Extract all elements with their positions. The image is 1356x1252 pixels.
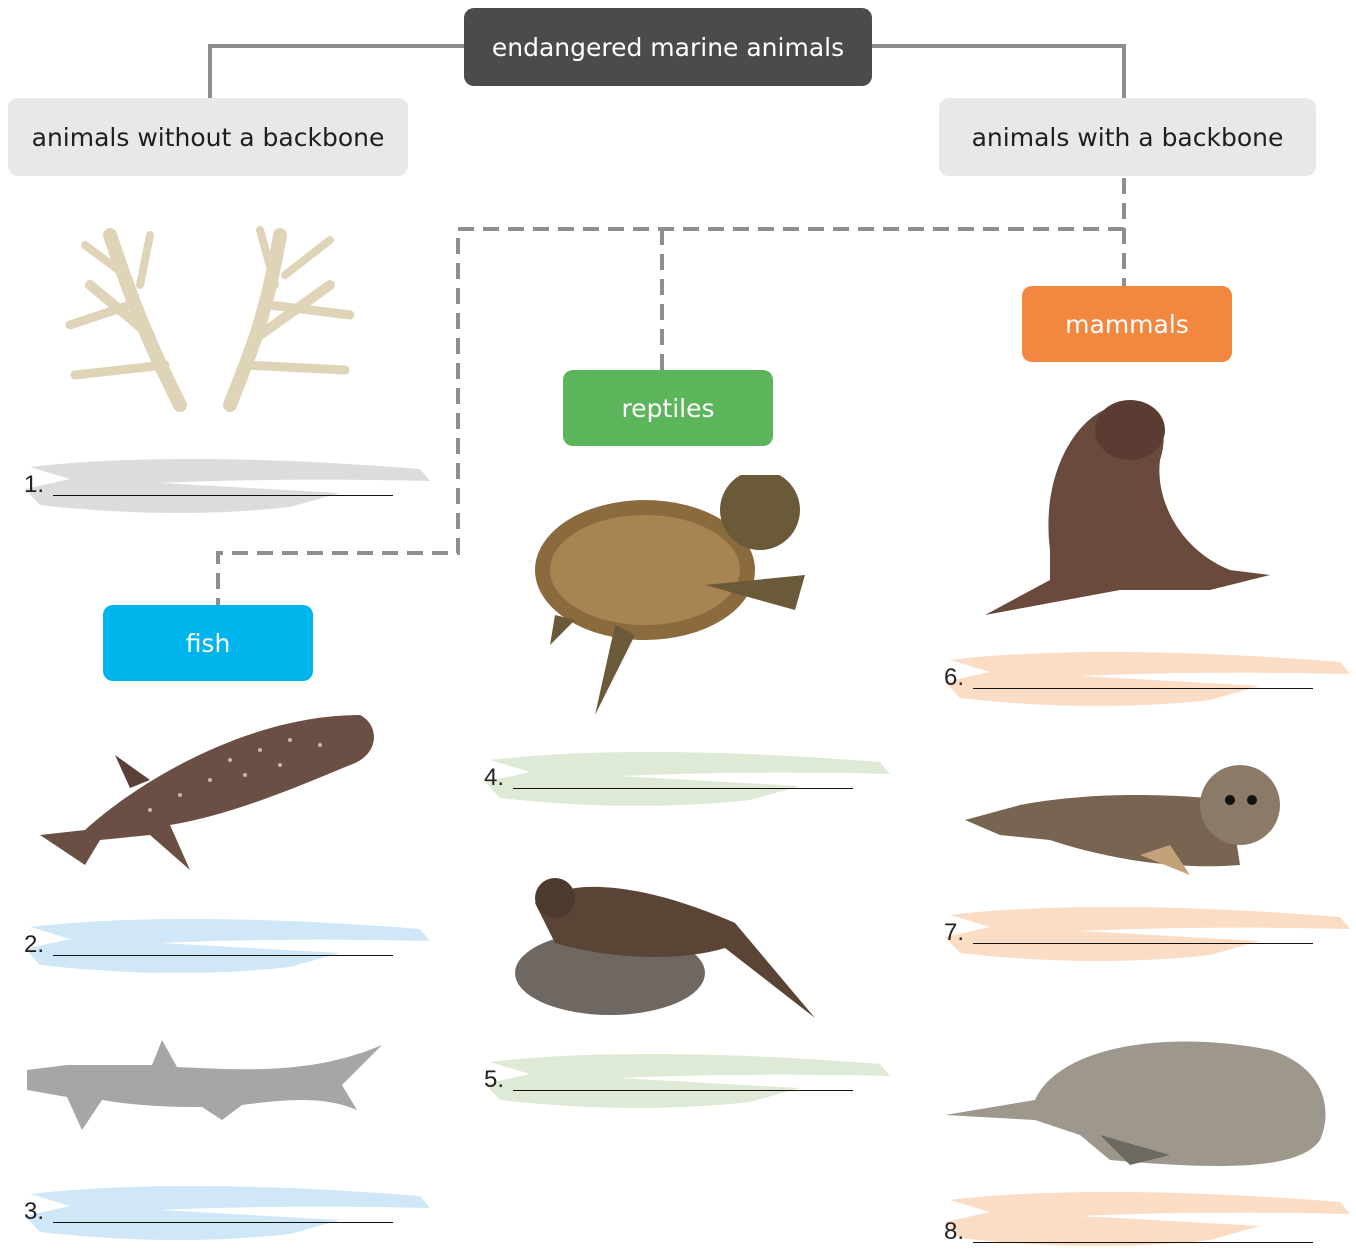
group-reptiles-label: reptiles bbox=[621, 394, 714, 423]
group-fish-label: fish bbox=[186, 629, 231, 658]
brush-stroke bbox=[930, 1188, 1350, 1248]
group-mammals: mammals bbox=[1022, 286, 1232, 362]
marine-iguana-icon bbox=[515, 868, 820, 1023]
category-invertebrates-label: animals without a backbone bbox=[32, 123, 385, 152]
answer-blank-4[interactable] bbox=[513, 788, 853, 789]
brush-stroke bbox=[470, 748, 890, 808]
answer-number-1: 1. bbox=[24, 471, 44, 499]
group-fish: fish bbox=[103, 605, 313, 681]
brush-stroke bbox=[10, 915, 430, 975]
coral-icon bbox=[30, 215, 380, 420]
category-invertebrates: animals without a backbone bbox=[8, 98, 408, 176]
answer-blank-8[interactable] bbox=[973, 1242, 1313, 1243]
hammerhead-shark-icon bbox=[22, 1035, 392, 1145]
whale-shark-icon bbox=[30, 710, 380, 875]
brush-stroke bbox=[930, 648, 1350, 708]
root-label: endangered marine animals bbox=[492, 33, 844, 62]
answer-number-7: 7. bbox=[944, 919, 964, 947]
brush-stroke bbox=[10, 1182, 430, 1242]
answer-blank-6[interactable] bbox=[973, 688, 1313, 689]
answer-row-3: 3. bbox=[10, 1182, 430, 1242]
manatee-icon bbox=[940, 1025, 1330, 1170]
category-vertebrates: animals with a backbone bbox=[939, 98, 1316, 176]
seal-icon bbox=[960, 760, 1285, 880]
connector-root-vertebrates bbox=[870, 46, 1124, 100]
answer-number-8: 8. bbox=[944, 1218, 964, 1246]
answer-row-7: 7. bbox=[930, 903, 1350, 963]
answer-blank-3[interactable] bbox=[53, 1222, 393, 1223]
sea-lion-icon bbox=[980, 390, 1275, 620]
answer-number-6: 6. bbox=[944, 664, 964, 692]
answer-blank-1[interactable] bbox=[53, 495, 393, 496]
brush-stroke bbox=[10, 455, 430, 515]
answer-row-1: 1. bbox=[10, 455, 430, 515]
answer-blank-7[interactable] bbox=[973, 943, 1313, 944]
category-vertebrates-label: animals with a backbone bbox=[972, 123, 1284, 152]
answer-number-3: 3. bbox=[24, 1198, 44, 1226]
answer-number-5: 5. bbox=[484, 1066, 504, 1094]
sea-turtle-icon bbox=[525, 475, 810, 720]
answer-row-8: 8. bbox=[930, 1188, 1350, 1248]
connector-root-invertebrates bbox=[210, 46, 464, 100]
answer-row-4: 4. bbox=[470, 748, 890, 808]
brush-stroke bbox=[930, 903, 1350, 963]
root-node: endangered marine animals bbox=[464, 8, 872, 86]
answer-row-6: 6. bbox=[930, 648, 1350, 708]
answer-number-2: 2. bbox=[24, 931, 44, 959]
answer-row-5: 5. bbox=[470, 1050, 890, 1110]
answer-number-4: 4. bbox=[484, 764, 504, 792]
answer-blank-5[interactable] bbox=[513, 1090, 853, 1091]
answer-row-2: 2. bbox=[10, 915, 430, 975]
group-mammals-label: mammals bbox=[1065, 310, 1189, 339]
group-reptiles: reptiles bbox=[563, 370, 773, 446]
answer-blank-2[interactable] bbox=[53, 955, 393, 956]
brush-stroke bbox=[470, 1050, 890, 1110]
